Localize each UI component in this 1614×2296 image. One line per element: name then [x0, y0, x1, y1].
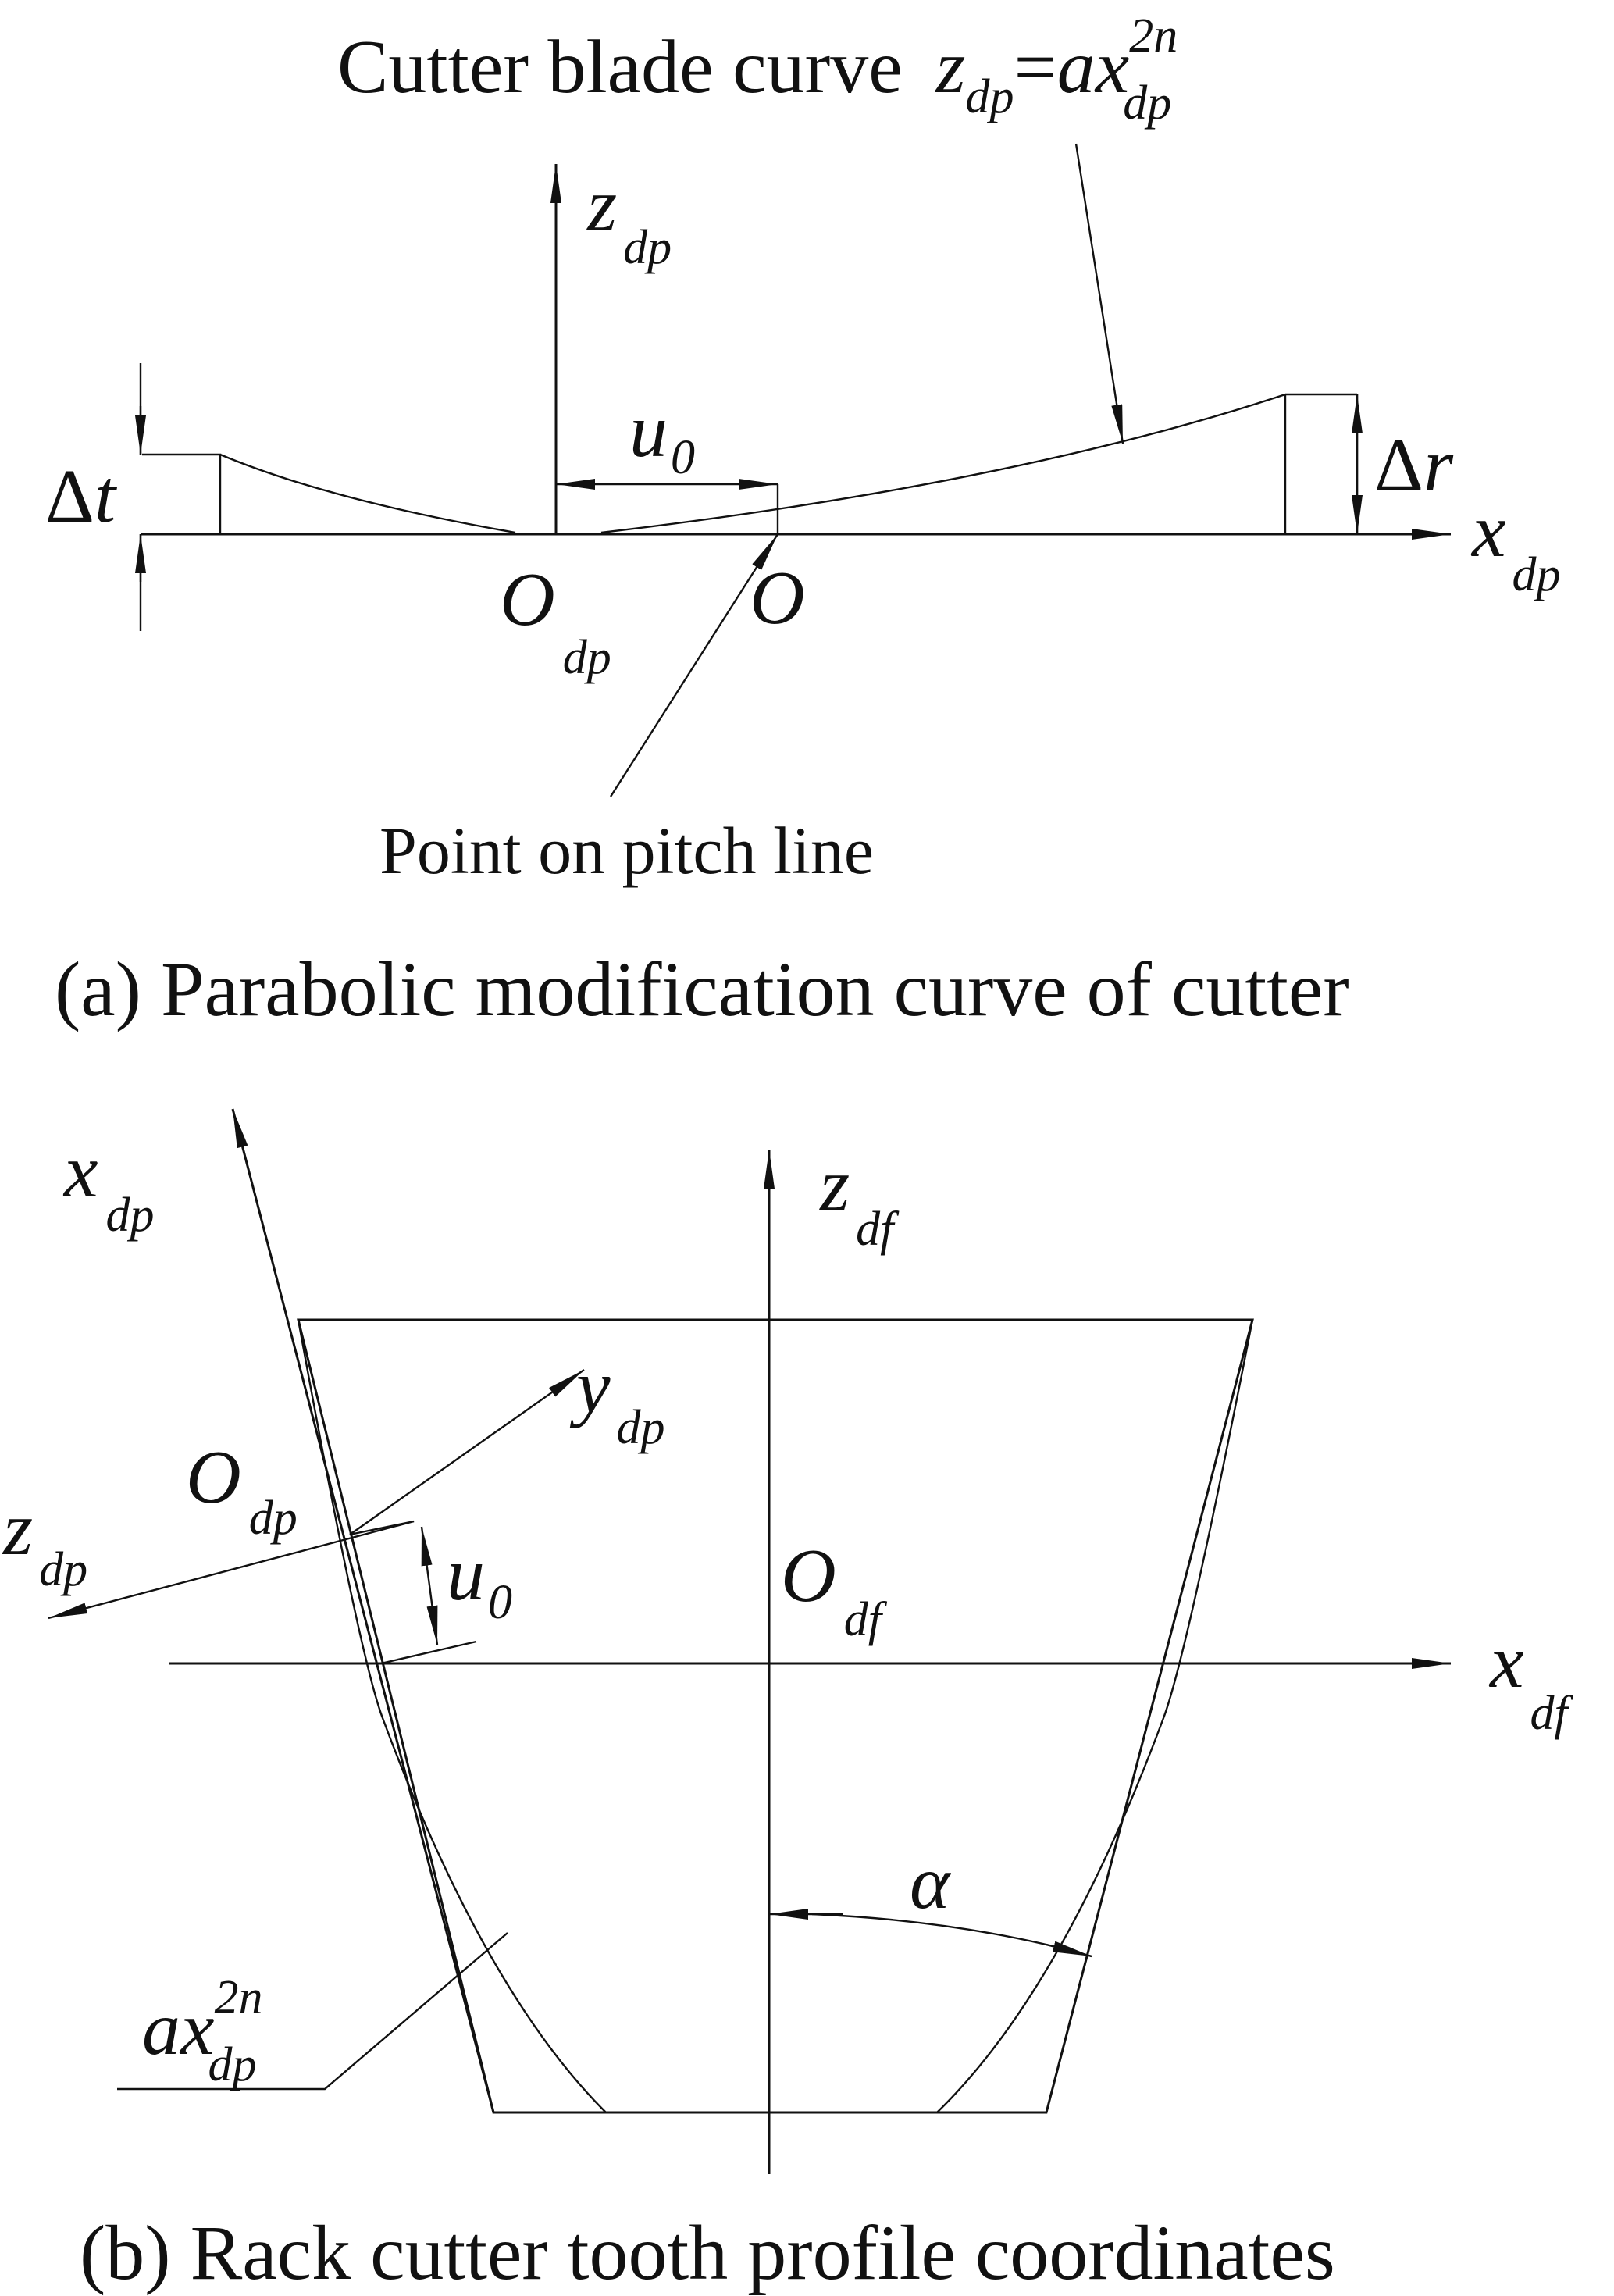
u0b-ext-top	[349, 1520, 415, 1536]
curve-leader	[117, 1932, 508, 2091]
x-dp-rotated-label: xdp	[62, 1129, 155, 1242]
x-dp-rotated-axis	[231, 1108, 495, 2113]
origin-dp-label: Odp	[500, 558, 611, 684]
delta-t-label: Δt	[45, 455, 118, 539]
u0-label: u0	[629, 389, 695, 484]
caption-a: (a) Parabolic modification curve of cutt…	[55, 946, 1349, 1032]
left-tip-flat	[142, 453, 222, 534]
tooth-profile	[297, 1318, 1254, 2114]
left-parabolic-flank	[297, 1319, 607, 2113]
left-modification-curve	[219, 453, 516, 534]
pitch-point-label: O	[750, 556, 805, 640]
u0b-label: u0	[447, 1532, 512, 1629]
u0b-arrow-up	[420, 1526, 433, 1586]
delta-r-label: Δr	[1374, 423, 1454, 508]
x-dp-axis-label: xdp	[1470, 489, 1561, 601]
z-df-axis-label: zdf	[818, 1143, 900, 1256]
y-dp-axis	[349, 1369, 585, 1535]
x-df-axis-label: xdf	[1488, 1620, 1574, 1740]
right-modification-curve	[600, 393, 1286, 534]
pitch-note: Point on pitch line	[379, 813, 874, 888]
u0b-ext-bot	[380, 1640, 477, 1665]
u0b-arrow-down	[426, 1585, 439, 1645]
pitch-leader	[609, 533, 779, 797]
alpha-arc	[811, 1913, 1092, 1958]
z-dp-rotated-axis	[48, 1520, 415, 1620]
alpha-label: α	[910, 1841, 952, 1925]
caption-b: (b) Rack cutter tooth profile coordinate…	[80, 2209, 1335, 2296]
alpha-arrow-right	[1046, 1941, 1092, 1958]
right-parabolic-flank	[936, 1319, 1254, 2113]
title-leader	[1074, 143, 1124, 444]
odf-label: Odf	[781, 1534, 888, 1646]
